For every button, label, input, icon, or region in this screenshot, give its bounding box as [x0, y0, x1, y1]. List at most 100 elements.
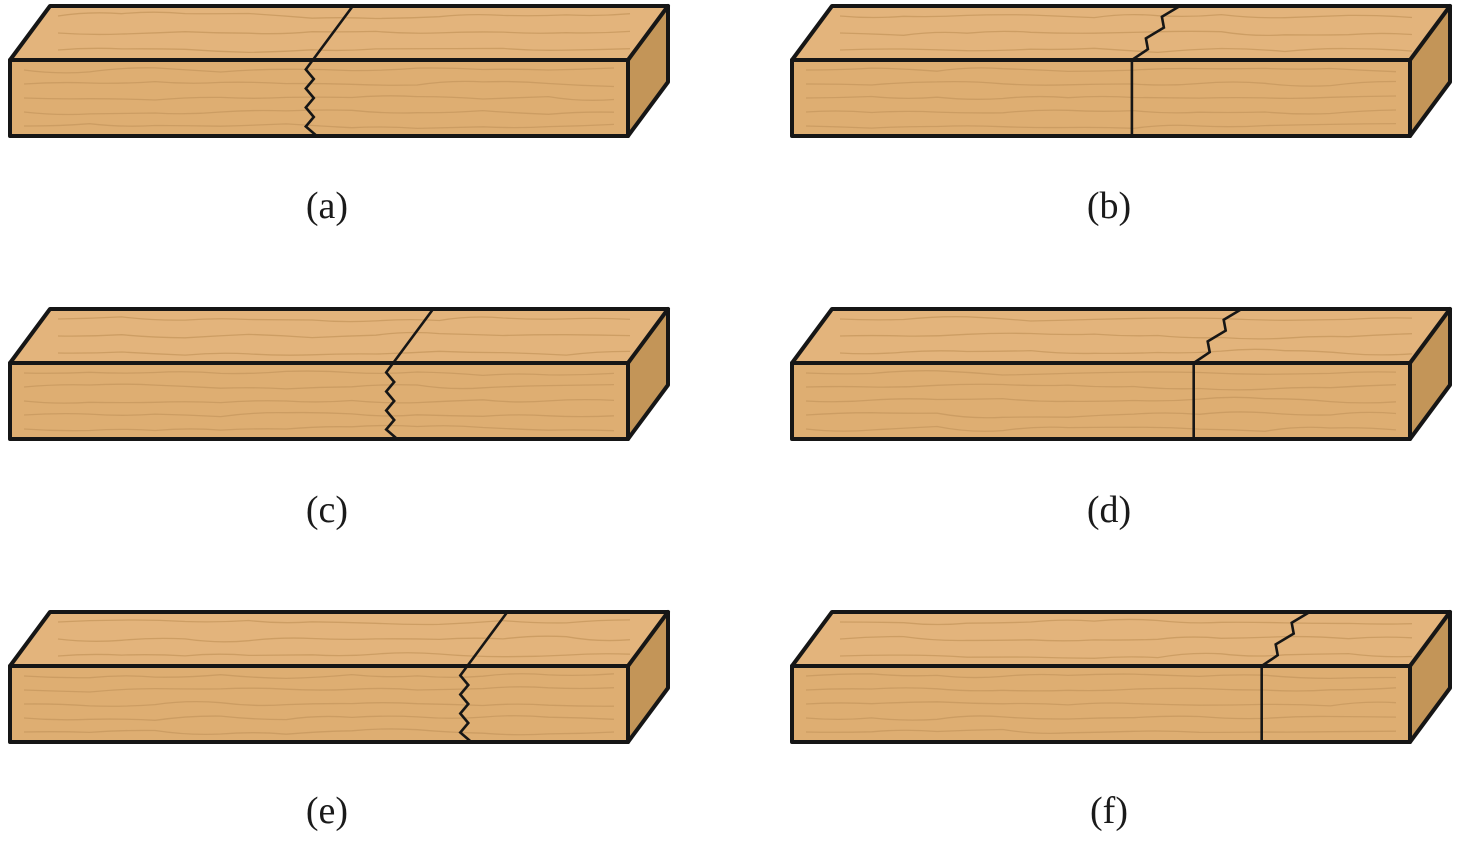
beam-end-face	[628, 309, 668, 439]
beam-inner-edges	[790, 4, 1452, 138]
beam-outline	[790, 610, 1452, 744]
panel-e	[8, 610, 670, 744]
beam-end-face	[1410, 6, 1450, 136]
crack-top-segment	[391, 307, 435, 365]
top-grain	[57, 316, 631, 356]
wood-grain-line	[23, 701, 615, 707]
beam-inner-edges	[8, 4, 670, 138]
wood-grain-line	[839, 348, 1413, 356]
beam-front-face	[10, 363, 628, 439]
caption-d: (d)	[1087, 489, 1131, 531]
wood-grain-line	[805, 67, 1397, 73]
wood-grain-line	[839, 332, 1413, 340]
top-grain	[57, 619, 631, 658]
crack-top-zigzag	[1192, 307, 1243, 365]
fracture-line	[1260, 610, 1311, 744]
beam-end-face	[628, 6, 668, 136]
wood-grain-line	[805, 80, 1397, 87]
panel-d	[790, 307, 1452, 441]
beam-outline	[8, 307, 670, 441]
wood-grain-line	[839, 618, 1413, 626]
panel-a	[8, 4, 670, 138]
wood-grain-line	[805, 109, 1397, 115]
fracture-line	[1192, 307, 1243, 441]
wood-grain-line	[23, 80, 615, 88]
wood-grain-line	[839, 30, 1413, 37]
wood-grain-line	[839, 47, 1413, 54]
fracture-line	[1130, 4, 1182, 138]
beam-inner-edges	[790, 610, 1452, 744]
beam-inner-edges	[8, 307, 670, 441]
wood-grain-line	[57, 652, 631, 658]
beam-top-face	[10, 6, 668, 60]
caption-c: (c)	[306, 489, 348, 531]
wood-grain-line	[23, 686, 615, 693]
wood-grain-line	[805, 383, 1397, 391]
wood-grain-line	[23, 411, 615, 418]
crack-top-zigzag	[1260, 610, 1311, 668]
wood-grain-line	[805, 728, 1397, 734]
wood-grain-line	[23, 67, 615, 74]
beam-inner-edges	[790, 307, 1452, 441]
crack-top-zigzag	[1130, 4, 1182, 62]
top-grain	[839, 618, 1413, 659]
wood-grain-line	[805, 411, 1397, 419]
top-grain	[839, 13, 1413, 54]
beam-outline	[790, 4, 1452, 138]
caption-e: (e)	[306, 790, 348, 832]
wood-grain-line	[839, 316, 1413, 322]
panel-b	[790, 4, 1452, 138]
beam-inner-edges	[8, 610, 670, 744]
wood-grain-line	[57, 350, 631, 356]
wood-grain-line	[23, 370, 615, 377]
wood-grain-line	[805, 715, 1397, 721]
wood-grain-line	[57, 47, 631, 54]
wood-grain-line	[57, 316, 631, 323]
wood-grain-line	[839, 652, 1413, 659]
beam-outline	[8, 610, 670, 744]
wood-grain-line	[23, 424, 615, 432]
beam-end-face	[628, 612, 668, 742]
top-grain	[839, 316, 1413, 356]
fracture-line	[303, 4, 355, 138]
wood-grain-line	[23, 383, 615, 390]
caption-f: (f)	[1090, 790, 1128, 832]
wood-grain-line	[23, 399, 615, 404]
panel-f	[790, 610, 1452, 744]
beam-end-face	[1410, 309, 1450, 439]
wood-grain-line	[805, 673, 1397, 680]
crack-top-segment	[466, 610, 509, 668]
beam-end-face	[1410, 612, 1450, 742]
crack-front-zigzag	[384, 361, 399, 441]
wood-grain-line	[23, 95, 615, 101]
fracture-line	[384, 307, 435, 441]
wood-grain-line	[839, 635, 1413, 642]
wood-grain-line	[57, 635, 631, 643]
beam-outline	[8, 4, 670, 138]
wood-grain-line	[805, 95, 1397, 100]
wood-grain-line	[805, 396, 1397, 404]
wood-grain-line	[57, 30, 631, 36]
wood-grain-line	[23, 715, 615, 721]
crack-top-segment	[311, 4, 355, 62]
crack-front-zigzag	[458, 664, 473, 744]
caption-a: (a)	[306, 185, 348, 227]
panel-c	[8, 307, 670, 441]
wood-grain-line	[805, 425, 1397, 432]
crack-front-zigzag	[303, 58, 319, 138]
wood-grain-line	[57, 619, 631, 626]
wood-grain-line	[23, 728, 615, 736]
wood-grain-line	[805, 122, 1397, 129]
fracture-line	[458, 610, 509, 744]
wood-grain-line	[23, 109, 615, 116]
wood-grain-line	[23, 123, 615, 130]
beam-front-face	[792, 666, 1410, 742]
beam-top-face	[792, 612, 1450, 666]
wood-grain-line	[805, 701, 1397, 707]
wood-grain-line	[23, 673, 615, 680]
wood-grain-line	[805, 687, 1397, 692]
wood-grain-line	[839, 13, 1413, 19]
wood-grain-line	[57, 331, 631, 339]
caption-b: (b)	[1087, 185, 1131, 227]
